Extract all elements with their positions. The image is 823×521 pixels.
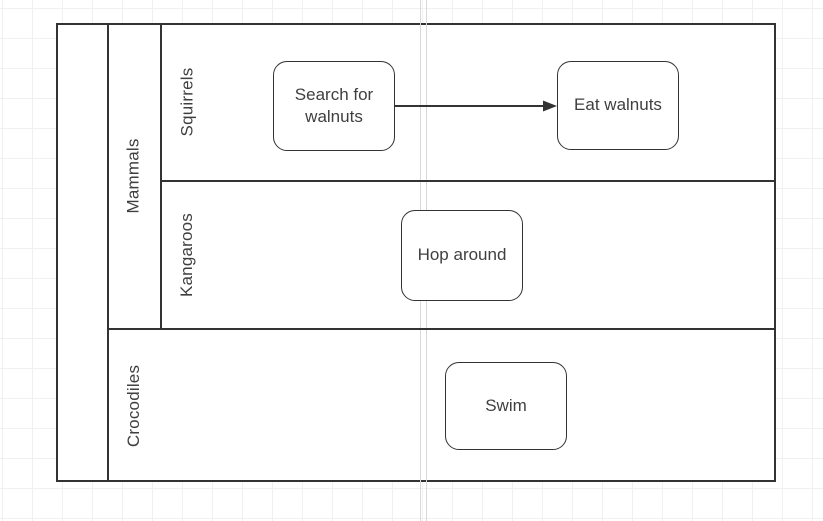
task-search-for-walnuts[interactable]: Search for walnuts [273, 61, 395, 151]
lane-label-crocodiles[interactable]: Crocodiles [124, 364, 143, 447]
squirrels-kangaroos-divider-line [161, 180, 775, 182]
task-eat-walnuts[interactable]: Eat walnuts [557, 61, 679, 150]
task-label: Swim [485, 395, 527, 415]
sequence-flow-arrow[interactable] [395, 98, 558, 114]
task-label: Hop around [417, 245, 507, 265]
sublane-label-kangaroos[interactable]: Kangaroos [177, 212, 196, 298]
task-swim[interactable]: Swim [445, 362, 567, 450]
lane-label-mammals[interactable]: Mammals [124, 138, 144, 214]
task-label: Search for walnuts [294, 84, 374, 126]
pool-label-strip[interactable] [56, 23, 108, 482]
mammals-crocodiles-divider-line [108, 328, 775, 330]
pool-header-divider-line [107, 24, 109, 481]
mammals-label-divider-line [160, 24, 162, 330]
task-hop-around[interactable]: Hop around [401, 210, 523, 301]
sublane-label-squirrels[interactable]: Squirrels [177, 67, 197, 137]
task-label: Eat walnuts [574, 95, 662, 115]
arrowhead-icon [543, 100, 557, 112]
